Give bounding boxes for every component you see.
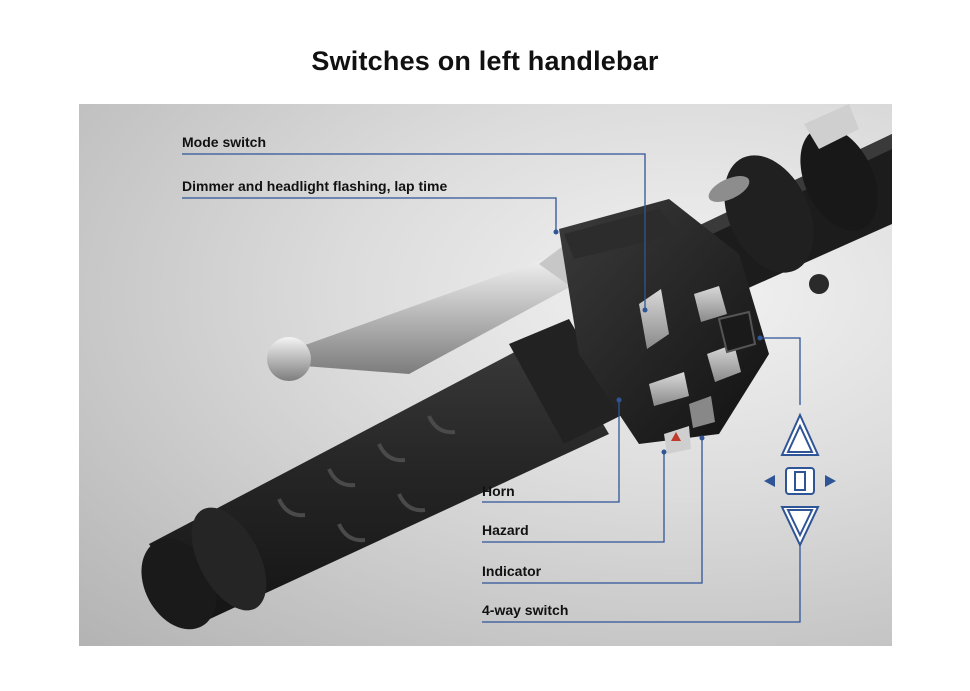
dimmer-label: Dimmer and headlight flashing, lap time bbox=[182, 178, 448, 194]
page-title: Switches on left handlebar bbox=[311, 46, 659, 76]
indicator-label: Indicator bbox=[482, 563, 542, 579]
four-way-switch-label: 4-way switch bbox=[482, 602, 569, 618]
horn-label: Horn bbox=[482, 483, 515, 499]
hazard-label: Hazard bbox=[482, 522, 529, 538]
mode-switch-label: Mode switch bbox=[182, 134, 267, 150]
